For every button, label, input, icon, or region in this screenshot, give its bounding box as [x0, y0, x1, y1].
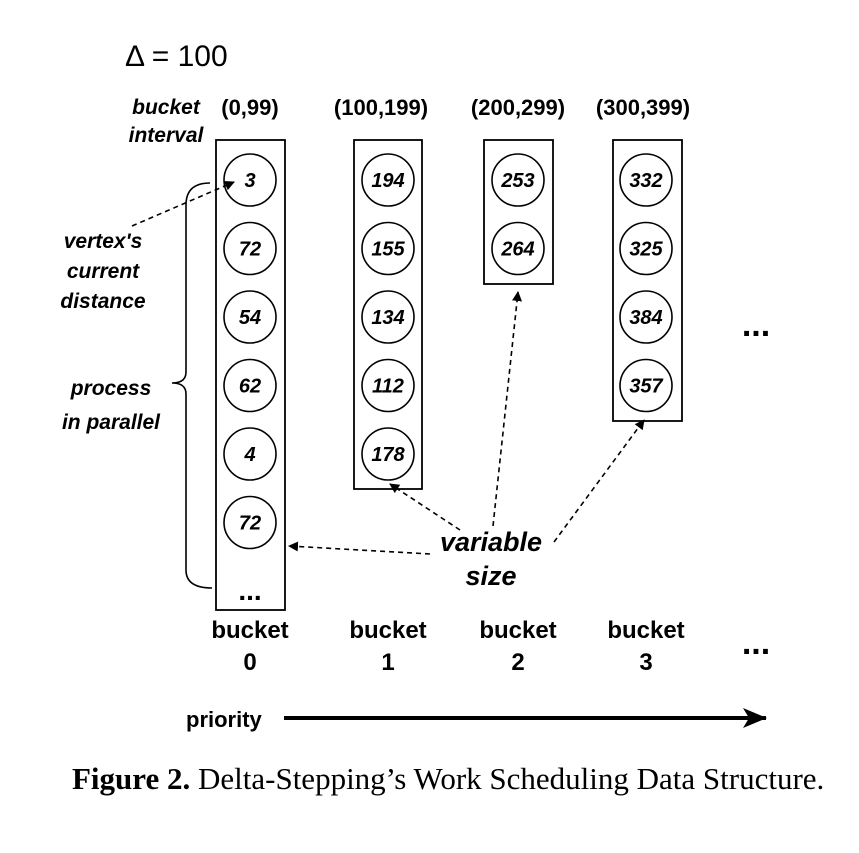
vertex-circle [361, 221, 415, 276]
vertex-circle [223, 153, 277, 207]
vertex-distance: 357 [629, 376, 663, 398]
vertex-label-line-1: vertex's [64, 230, 143, 253]
vertex-circle [223, 358, 277, 413]
vertex-circle [491, 221, 545, 276]
bucket-0-interval: (0,99) [221, 95, 278, 120]
variable-size-arrow-bucket-2 [492, 291, 523, 527]
bucket-0-name-line-1: bucket [211, 617, 288, 644]
vertex-circle [619, 290, 673, 344]
bucket-1-name-line-1: bucket [349, 617, 426, 644]
vertex-distance: 72 [239, 513, 261, 535]
more-buckets-lower: ... [742, 624, 770, 662]
bucket-0-box [215, 139, 286, 611]
vertex-distance: 112 [372, 376, 404, 398]
more-buckets-upper: ... [742, 306, 770, 344]
bucket-1: (100,199) 194 155 134 112 178 bucket 1 [334, 95, 428, 676]
vertex-distance-arrow [131, 180, 235, 227]
vertex-distance: 3 [244, 170, 255, 192]
vertex-circle [361, 290, 415, 344]
variable-size-arrow-bucket-1 [389, 483, 461, 531]
bucket-1-name-line-2: 1 [381, 649, 394, 676]
vertex-distance: 155 [371, 239, 405, 261]
vertex-distance: 54 [239, 307, 261, 329]
bucket-0-name-line-2: 0 [243, 649, 256, 676]
vertex-distance: 62 [239, 376, 261, 398]
bucket-3-interval: (300,399) [596, 95, 690, 120]
vertex-distance: 332 [629, 170, 662, 192]
parallel-brace [171, 182, 213, 589]
bucket-2-box [483, 139, 554, 285]
bucket-1-box [353, 139, 423, 490]
figure-caption: Figure 2. Delta-Stepping’s Work Scheduli… [72, 758, 832, 800]
bucket-2-interval: (200,299) [471, 95, 565, 120]
vertex-distance: 264 [500, 239, 534, 261]
vertex-distance: 384 [629, 307, 662, 329]
bucket-1-interval: (100,199) [334, 95, 428, 120]
vertex-circle [361, 358, 415, 413]
vertex-distance: 325 [629, 239, 663, 261]
variable-size-arrow-bucket-0 [288, 541, 431, 555]
vertex-circle [619, 221, 673, 276]
vertex-circle [223, 221, 277, 276]
vertex-circle [619, 153, 673, 207]
variable-size-label-line-1: variable [440, 527, 542, 557]
vertex-circle [491, 153, 545, 207]
buckets: (0,99) 3 72 54 62 4 72... bucket 0 (100,199) 194 15… [211, 95, 690, 676]
vertex-distance: 134 [371, 307, 404, 329]
vertex-distance: 253 [500, 170, 534, 192]
caption-text: Delta-Stepping’s Work Scheduling Data St… [198, 761, 825, 796]
bucket-3-name-line-1: bucket [607, 617, 684, 644]
priority-label: priority [186, 707, 263, 732]
vertex-circle [361, 153, 415, 207]
parallel-label-line-1: process [70, 377, 152, 400]
bucket-0-overflow: ... [238, 575, 261, 606]
caption-prefix: Figure 2. [72, 761, 191, 796]
variable-size-arrow-bucket-3 [553, 419, 645, 543]
vertex-label-line-3: distance [60, 290, 146, 313]
vertex-label-line-2: current [67, 260, 140, 283]
vertex-circle [223, 427, 277, 481]
bucket-2: (200,299) 253 264 bucket 2 [471, 95, 565, 676]
vertex-distance: 72 [239, 239, 261, 261]
bucket-0: (0,99) 3 72 54 62 4 72... bucket 0 [211, 95, 288, 676]
bucket-interval-label-line-1: bucket [132, 96, 201, 119]
bucket-interval-label-line-2: interval [129, 124, 205, 147]
vertex-circle [619, 358, 673, 413]
bucket-2-name-line-2: 2 [511, 649, 524, 676]
variable-size-label-line-2: size [465, 561, 516, 591]
bucket-2-name-line-1: bucket [479, 617, 556, 644]
vertex-circle [361, 427, 415, 481]
bucket-3-box [612, 139, 683, 422]
vertex-distance: 194 [371, 170, 404, 192]
vertex-distance: 178 [371, 444, 405, 466]
vertex-distance: 4 [243, 444, 255, 466]
parallel-label-line-2: in parallel [62, 411, 161, 434]
bucket-3: (300,399) 332 325 384 357 bucket 3 [596, 95, 690, 676]
bucket-3-name-line-2: 3 [639, 649, 652, 676]
vertex-circle [223, 290, 277, 344]
vertex-circle [223, 495, 277, 550]
delta-label: Δ = 100 [125, 40, 228, 73]
